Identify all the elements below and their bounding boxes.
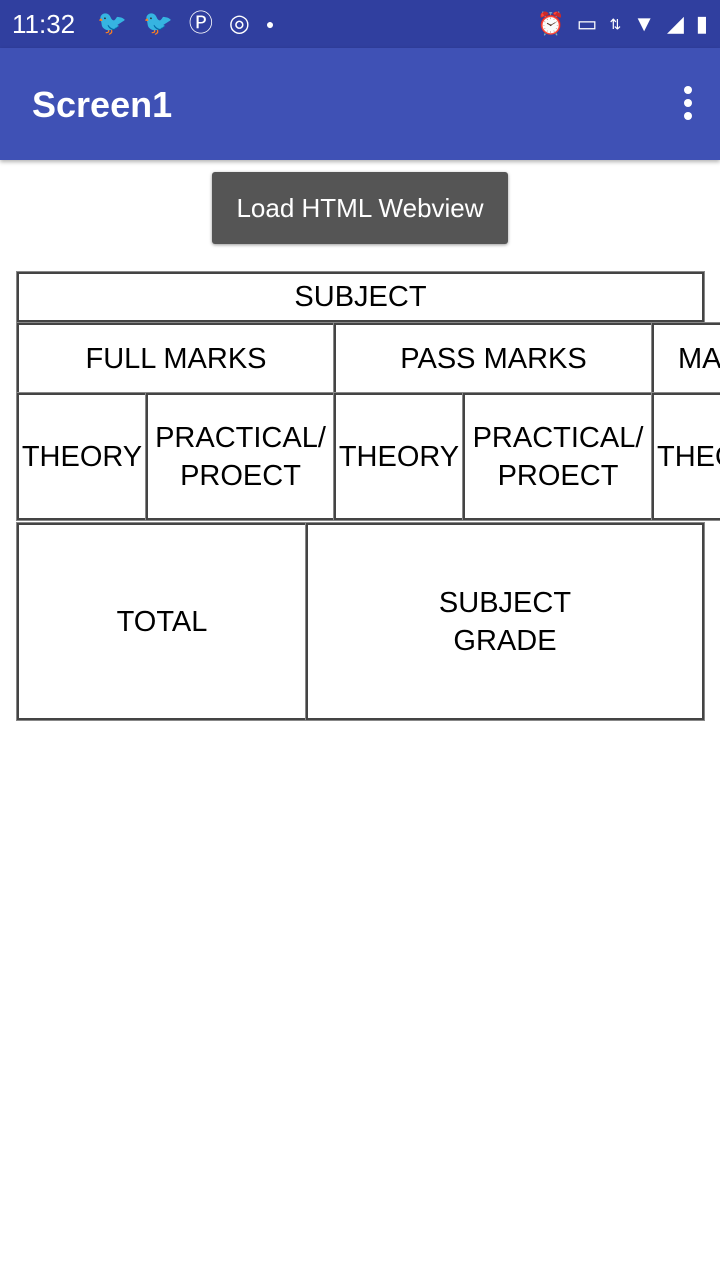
status-time: 11:32	[12, 8, 76, 39]
twitter-icon: 🐦	[97, 10, 128, 37]
status-bar: 11:32 🐦 🐦 Ⓟ ◎ ● ⏰ ▭ ⇅ ▼ ◢ ▮	[0, 0, 720, 48]
data-arrows-icon: ⇅	[609, 15, 622, 32]
more-options-icon[interactable]	[684, 86, 692, 120]
header-obtained-theory: THEO	[651, 392, 720, 521]
instagram-icon: ◎	[228, 10, 250, 37]
pinterest-icon: Ⓟ	[188, 10, 213, 37]
header-total: TOTAL	[16, 522, 308, 721]
header-full-theory: THEORY	[16, 392, 148, 521]
battery-icon: ▮	[695, 11, 708, 36]
signal-icon: ◢	[666, 11, 684, 36]
header-pass-theory: THEORY	[333, 392, 465, 521]
header-full-practical: PRACTICAL/ PROECT	[145, 392, 336, 521]
header-pass-marks: PASS MARKS	[333, 322, 654, 395]
dot-icon: ●	[265, 16, 275, 32]
load-html-webview-button[interactable]: Load HTML Webview	[212, 172, 508, 244]
app-title: Screen1	[32, 84, 173, 125]
twitter-icon: 🐦	[143, 10, 173, 37]
header-marks-obtained: MA	[651, 322, 720, 395]
cast-icon: ▭	[576, 11, 598, 36]
wifi-icon: ▼	[633, 11, 655, 36]
header-subject-grade: SUBJECT GRADE	[305, 522, 705, 721]
header-pass-practical: PRACTICAL/ PROECT	[462, 392, 654, 521]
header-full-marks: FULL MARKS	[16, 322, 336, 395]
alarm-icon: ⏰	[537, 11, 565, 36]
app-bar: Screen1	[0, 48, 720, 160]
header-subject: SUBJECT	[16, 271, 705, 323]
